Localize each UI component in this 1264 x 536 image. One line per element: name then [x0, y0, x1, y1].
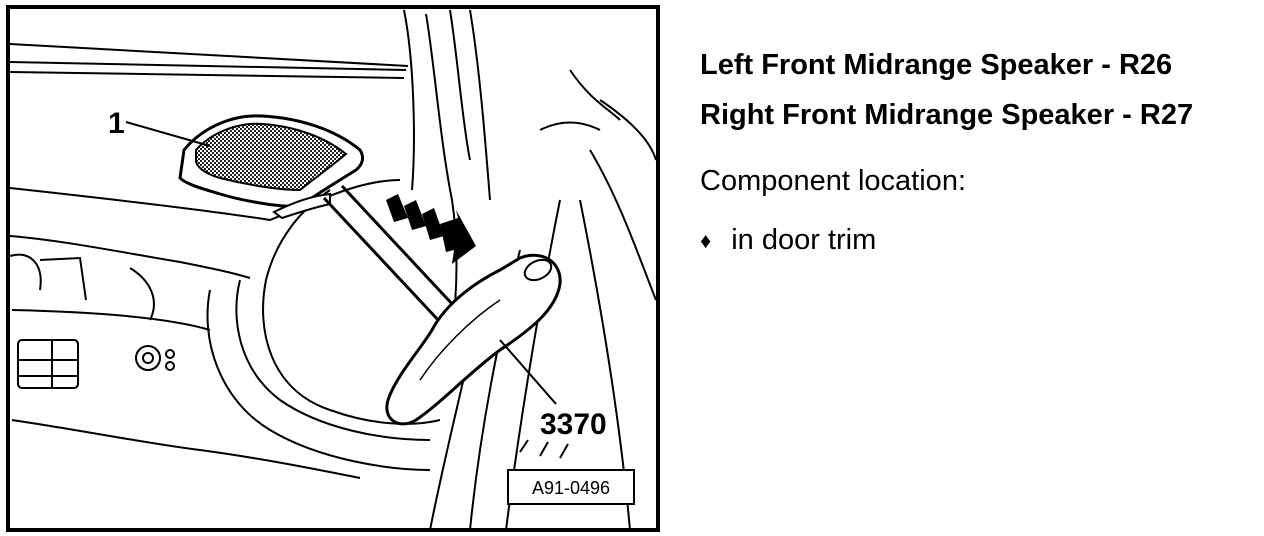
- mirror-adjust-knob: [135, 345, 175, 371]
- illustration-panel: 1 3370 A91-0496: [6, 5, 660, 532]
- tool-3370-shaft: [322, 184, 456, 324]
- callout-3370: 3370: [540, 408, 607, 441]
- door-trim-illustration: 1 3370 A91-0496: [6, 5, 660, 532]
- figure-reference: A91-0496: [532, 478, 610, 498]
- component-location-label: Component location:: [700, 165, 966, 197]
- door-linework: [9, 9, 657, 531]
- window-switch-block: [17, 339, 79, 389]
- callout-1: 1: [108, 107, 125, 140]
- diamond-bullet-icon: ♦: [700, 227, 712, 253]
- illustration-frame: [6, 5, 660, 532]
- figure-reference-box: [507, 469, 635, 505]
- description-panel: Left Front Midrange Speaker - R26 Right …: [700, 40, 1250, 257]
- heading-right-speaker: Right Front Midrange Speaker - R27: [700, 99, 1194, 131]
- bullet-item: ♦ in door trim: [700, 224, 1250, 257]
- tool-3370-handle: [385, 253, 562, 426]
- removal-direction-arrow-icon: [386, 194, 476, 264]
- heading-left-speaker: Left Front Midrange Speaker - R26: [700, 49, 1173, 81]
- callout-leaders: [125, 121, 569, 459]
- bullet-text: in door trim: [731, 224, 877, 256]
